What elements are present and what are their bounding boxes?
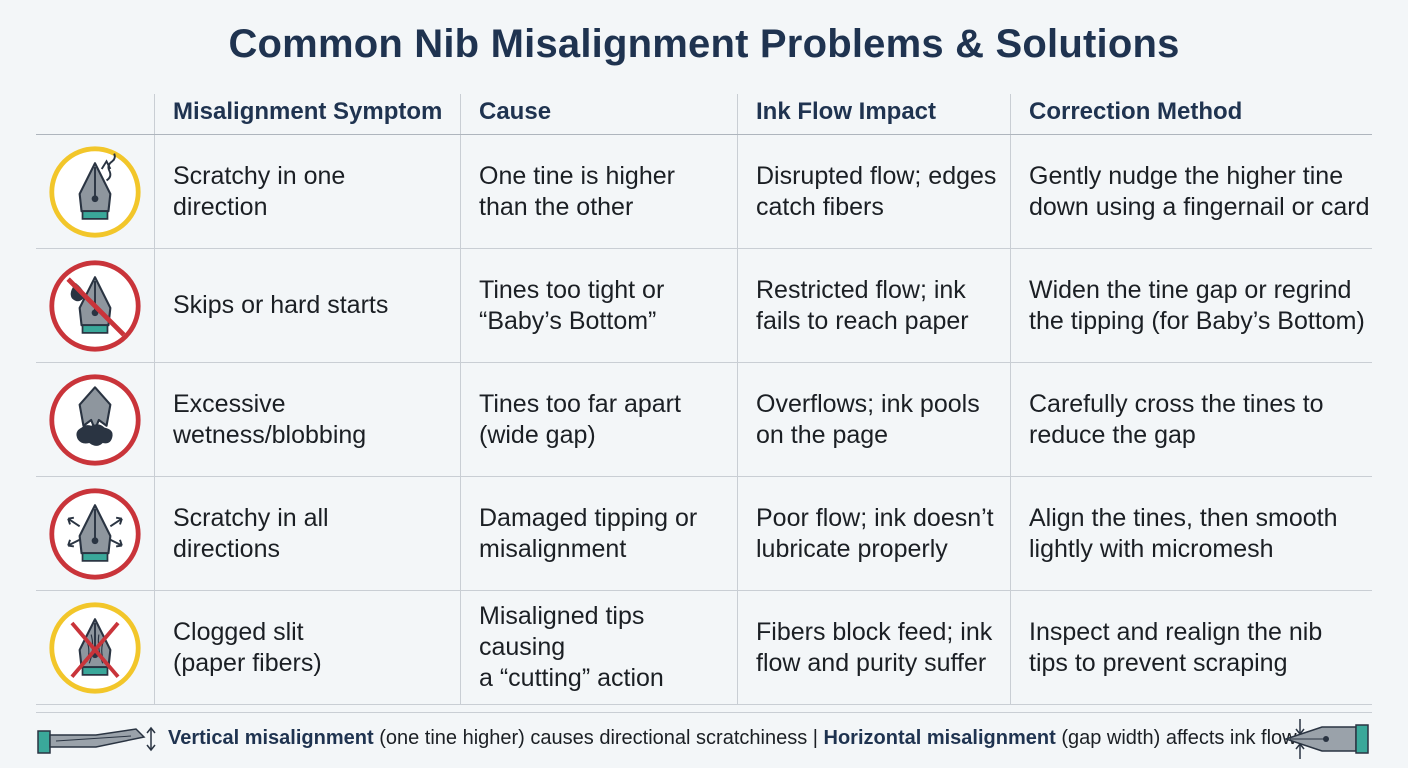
cause-cell-line: Tines too far apart bbox=[479, 389, 681, 418]
correction-cell-line: the tipping (for Baby’s Bottom) bbox=[1029, 306, 1365, 335]
vertical-misalignment-nib-icon bbox=[37, 726, 156, 754]
symptom-cell-line: Scratchy in one bbox=[173, 161, 346, 190]
correction-cell-line: Align the tines, then smooth bbox=[1029, 503, 1338, 532]
correction-cell-line: Widen the tine gap or regrind bbox=[1029, 275, 1352, 304]
horizontal-misalignment-nib-icon bbox=[1283, 719, 1369, 759]
cause-cell: Misaligned tips causing a “cutting” actio… bbox=[460, 591, 737, 704]
table-header-row: Misalignment Symptom Cause Ink Flow Impa… bbox=[36, 94, 1372, 135]
symptom-cell: Skips or hard starts bbox=[154, 249, 460, 362]
impact-cell-line: on the page bbox=[756, 420, 889, 449]
cause-cell-line: Misaligned tips causing bbox=[479, 602, 645, 661]
correction-cell-line: tips to prevent scraping bbox=[1029, 648, 1288, 677]
header-symptom: Misalignment Symptom bbox=[154, 94, 460, 134]
header-correction: Correction Method bbox=[1010, 94, 1372, 134]
impact-cell-line: Restricted flow; ink bbox=[756, 275, 966, 304]
correction-cell-line: Gently nudge the higher tine bbox=[1029, 161, 1344, 190]
nib-scratchy-direction-icon bbox=[36, 135, 154, 248]
page-title: Common Nib Misalignment Problems & Solut… bbox=[228, 22, 1180, 66]
vertical-desc: (one tine higher) causes directional scr… bbox=[373, 727, 824, 749]
symptom-cell-line: Skips or hard starts bbox=[173, 291, 389, 319]
vertical-label: Vertical misalignment bbox=[168, 727, 374, 749]
correction-cell-line: Inspect and realign the nib bbox=[1029, 617, 1323, 646]
correction-cell-line: reduce the gap bbox=[1029, 420, 1196, 449]
footer-text: Vertical misalignment (one tine higher) … bbox=[168, 727, 1297, 750]
nib-ink-blob-icon bbox=[36, 363, 154, 476]
table-row: Skips or hard starts Tines too tight or“B… bbox=[36, 249, 1372, 363]
symptom-cell-line: direction bbox=[173, 192, 268, 221]
impact-cell-line: Disrupted flow; edges bbox=[756, 161, 997, 190]
impact-cell-line: Overflows; ink pools bbox=[756, 389, 980, 418]
symptom-cell-line: Excessive bbox=[173, 389, 286, 418]
impact-cell-line: catch fibers bbox=[756, 192, 884, 221]
cause-cell-line: “Baby’s Bottom” bbox=[479, 306, 657, 335]
table-row: Clogged slit(paper fibers)Misaligned tip… bbox=[36, 591, 1372, 705]
horizontal-label: Horizontal misalignment bbox=[823, 727, 1056, 749]
impact-cell-line: Poor flow; ink doesn’t bbox=[756, 503, 994, 532]
impact-cell-line: fails to reach paper bbox=[756, 306, 969, 335]
correction-cell-line: down using a fingernail or card bbox=[1029, 192, 1370, 221]
symptom-cell-line: wetness/blobbing bbox=[173, 420, 367, 449]
cause-cell-line: Damaged tipping or bbox=[479, 503, 698, 532]
footer-legend: Vertical misalignment (one tine higher) … bbox=[36, 712, 1372, 763]
cause-cell: Tines too far apart(wide gap) bbox=[460, 363, 737, 476]
symptom-cell-line: Scratchy in all bbox=[173, 503, 329, 532]
impact-cell-line: flow and purity suffer bbox=[756, 648, 987, 677]
cause-cell-line: (wide gap) bbox=[479, 420, 596, 449]
impact-cell-line: Fibers block feed; ink bbox=[756, 617, 993, 646]
impact-cell-line: lubricate properly bbox=[756, 534, 948, 563]
cause-cell-line: a “cutting” action bbox=[479, 664, 664, 692]
horizontal-desc: (gap width) affects ink flow bbox=[1055, 727, 1297, 749]
header-impact: Ink Flow Impact bbox=[737, 94, 1010, 134]
cause-cell: Tines too tight or“Baby’s Bottom” bbox=[460, 249, 737, 362]
correction-cell-line: lightly with micromesh bbox=[1029, 534, 1274, 563]
correction-cell-line: Carefully cross the tines to bbox=[1029, 389, 1324, 418]
header-icon-cell bbox=[36, 94, 154, 134]
symptom-cell-line: (paper fibers) bbox=[173, 648, 322, 677]
cause-cell-line: than the other bbox=[479, 192, 634, 221]
cause-cell-line: misalignment bbox=[479, 534, 627, 563]
nib-skip-no-ink-icon bbox=[36, 249, 154, 362]
problems-table: Misalignment Symptom Cause Ink Flow Impa… bbox=[36, 94, 1372, 705]
nib-clogged-fibers-icon bbox=[36, 591, 154, 704]
symptom-cell-line: Clogged slit bbox=[173, 617, 304, 646]
nib-arrows-all-directions-icon bbox=[36, 477, 154, 590]
symptom-cell-line: directions bbox=[173, 534, 280, 563]
symptom-cell: Clogged slit(paper fibers) bbox=[154, 591, 460, 704]
cause-cell-line: Tines too tight or bbox=[479, 275, 665, 304]
header-cause: Cause bbox=[460, 94, 737, 134]
cause-cell-line: One tine is higher bbox=[479, 161, 675, 190]
